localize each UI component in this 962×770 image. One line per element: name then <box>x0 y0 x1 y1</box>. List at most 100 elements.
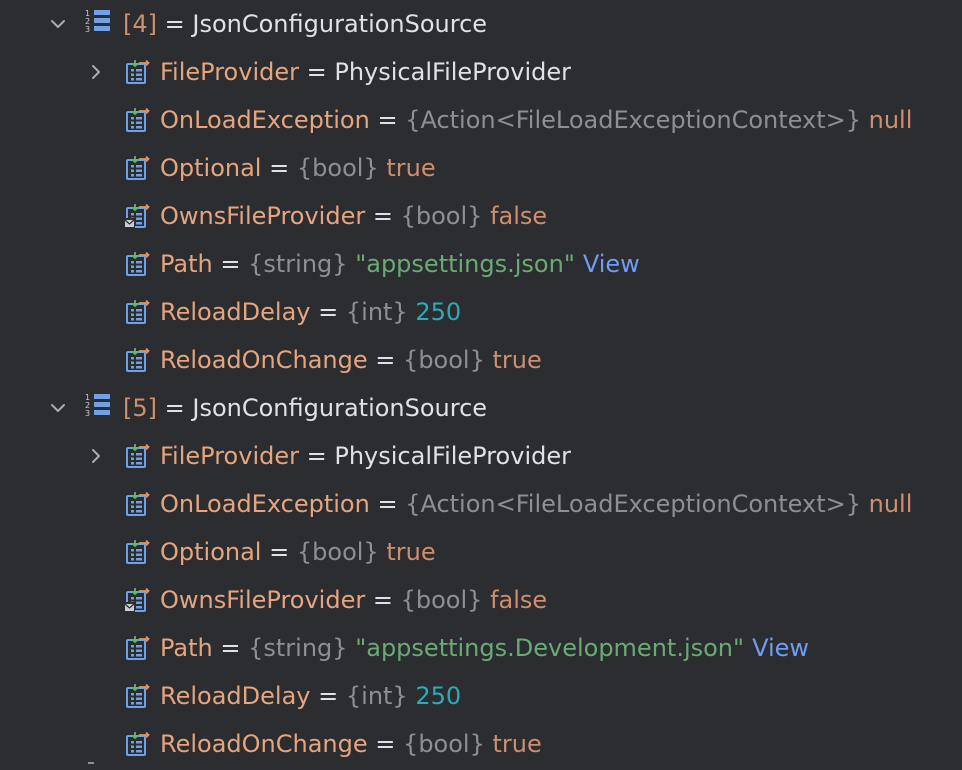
partially-visible-next-row <box>0 760 962 770</box>
field-row[interactable]: OnLoadException = {Action<FileLoadExcept… <box>0 96 962 144</box>
group-index: [5] <box>123 394 157 422</box>
field-label: ReloadDelay = {int} 250 <box>160 672 461 720</box>
field-icon <box>124 443 150 469</box>
equals-sign: = <box>220 250 241 278</box>
field-value: true <box>386 154 436 182</box>
field-label: OwnsFileProvider = {bool} false <box>160 192 547 240</box>
field-value: "appsettings.json" <box>355 250 575 278</box>
field-icon <box>124 299 150 325</box>
field-icon <box>124 731 150 757</box>
svg-text:3: 3 <box>85 25 90 34</box>
field-icon <box>124 347 150 373</box>
field-value: true <box>492 730 542 758</box>
equals-sign: = <box>375 346 396 374</box>
equals-sign: = <box>372 202 393 230</box>
equals-sign: = <box>377 106 398 134</box>
field-value: true <box>492 346 542 374</box>
equals-sign: = <box>220 634 241 662</box>
field-label: Path = {string} "appsettings.json"View <box>160 240 640 288</box>
field-row[interactable]: Path = {string} "appsettings.Development… <box>0 624 962 672</box>
field-name: ReloadOnChange <box>160 346 368 374</box>
field-row[interactable]: ReloadOnChange = {bool} true <box>0 336 962 384</box>
field-row[interactable]: FileProvider = PhysicalFileProvider <box>0 432 962 480</box>
field-label: Path = {string} "appsettings.Development… <box>160 624 809 672</box>
type-hint: {string} <box>248 250 348 278</box>
field-name: ReloadDelay <box>160 298 311 326</box>
equals-sign: = <box>269 154 290 182</box>
equals-sign: = <box>372 586 393 614</box>
field-label: ReloadDelay = {int} 250 <box>160 288 461 336</box>
type-hint: {Action<FileLoadExceptionContext>} <box>405 490 861 518</box>
field-row[interactable]: FileProvider = PhysicalFileProvider <box>0 48 962 96</box>
equals-sign: = <box>269 538 290 566</box>
field-row[interactable]: Optional = {bool} true <box>0 528 962 576</box>
field-row[interactable]: Optional = {bool} true <box>0 144 962 192</box>
svg-text:2: 2 <box>85 17 90 26</box>
field-label: OnLoadException = {Action<FileLoadExcept… <box>160 96 912 144</box>
type-hint: {Action<FileLoadExceptionContext>} <box>405 106 861 134</box>
group-label: [4] = JsonConfigurationSource <box>123 0 487 48</box>
equals-sign: = <box>164 10 185 38</box>
field-name: Path <box>160 634 213 662</box>
field-icon <box>124 59 150 85</box>
view-link[interactable]: View <box>752 634 810 662</box>
field-name: Optional <box>160 154 262 182</box>
field-label: Optional = {bool} true <box>160 528 436 576</box>
field-row[interactable]: OwnsFileProvider = {bool} false <box>0 576 962 624</box>
equals-sign: = <box>164 394 185 422</box>
type-hint: {bool} <box>403 730 485 758</box>
view-link[interactable]: View <box>582 250 640 278</box>
field-value: "appsettings.Development.json" <box>355 634 745 662</box>
type-hint: {bool} <box>296 154 379 182</box>
field-name: Path <box>160 250 213 278</box>
field-label: FileProvider = PhysicalFileProvider <box>160 48 571 96</box>
svg-text:1: 1 <box>85 393 90 402</box>
equals-sign: = <box>318 298 339 326</box>
field-row[interactable]: OwnsFileProvider = {bool} false <box>0 192 962 240</box>
type-hint: {string} <box>248 634 348 662</box>
field-lock-icon <box>124 203 150 229</box>
field-label: OwnsFileProvider = {bool} false <box>160 576 547 624</box>
group-value: JsonConfigurationSource <box>192 394 488 422</box>
field-value: false <box>490 586 548 614</box>
field-icon <box>124 683 150 709</box>
field-value: true <box>386 538 436 566</box>
chevron-right-icon[interactable] <box>84 444 108 468</box>
group-index: [4] <box>123 10 157 38</box>
field-name: OnLoadException <box>160 490 370 518</box>
field-label: ReloadOnChange = {bool} true <box>160 720 542 768</box>
type-hint: {int} <box>345 298 408 326</box>
field-label: FileProvider = PhysicalFileProvider <box>160 432 571 480</box>
field-icon <box>124 251 150 277</box>
type-hint: {bool} <box>400 586 483 614</box>
field-row[interactable]: ReloadDelay = {int} 250 <box>0 288 962 336</box>
equals-sign: = <box>377 490 398 518</box>
field-name: ReloadDelay <box>160 682 311 710</box>
field-name: OwnsFileProvider <box>160 586 366 614</box>
field-row[interactable]: ReloadOnChange = {bool} true <box>0 720 962 768</box>
type-hint: {bool} <box>403 346 485 374</box>
field-name: FileProvider <box>160 442 299 470</box>
chevron-down-icon[interactable] <box>46 396 70 420</box>
field-row[interactable]: ReloadDelay = {int} 250 <box>0 672 962 720</box>
field-icon <box>124 107 150 133</box>
field-lock-icon <box>124 587 150 613</box>
field-name: Optional <box>160 538 262 566</box>
field-row[interactable]: OnLoadException = {Action<FileLoadExcept… <box>0 480 962 528</box>
chevron-down-icon[interactable] <box>46 12 70 36</box>
field-label: ReloadOnChange = {bool} true <box>160 336 542 384</box>
partial-list-icon <box>88 762 94 768</box>
field-name: ReloadOnChange <box>160 730 368 758</box>
field-row[interactable]: Path = {string} "appsettings.json"View <box>0 240 962 288</box>
chevron-right-icon[interactable] <box>84 60 108 84</box>
type-hint: {int} <box>345 682 408 710</box>
group-value: JsonConfigurationSource <box>192 10 488 38</box>
field-value: 250 <box>415 682 462 710</box>
svg-text:2: 2 <box>85 401 90 410</box>
group-label: [5] = JsonConfigurationSource <box>123 384 487 432</box>
